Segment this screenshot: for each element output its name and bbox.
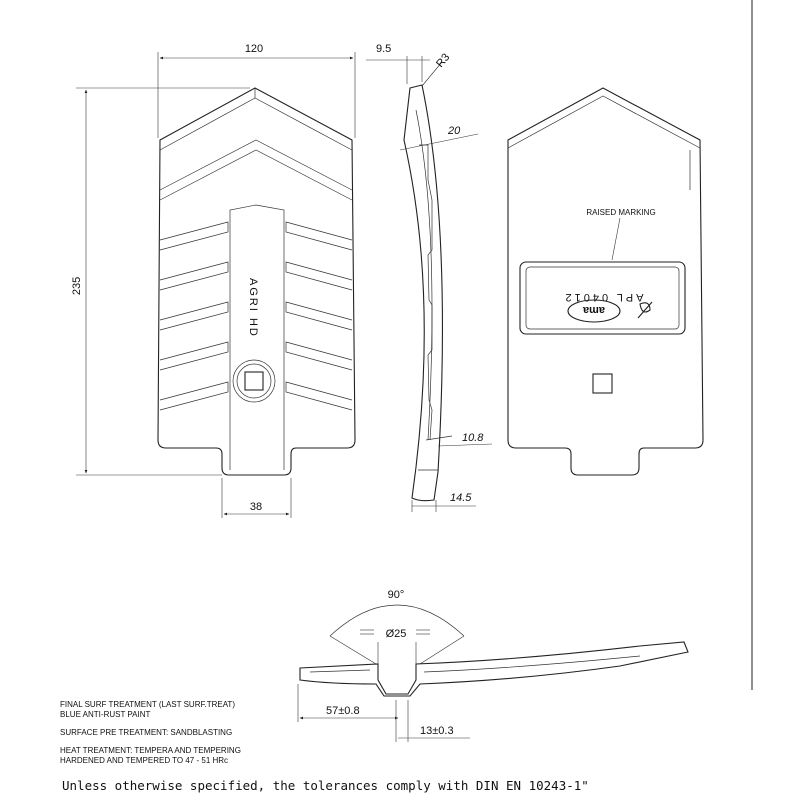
dim-stem-width: 38 <box>250 501 262 513</box>
dim-radius: R3 <box>434 51 452 69</box>
front-central-stem <box>229 204 285 470</box>
dim-diameter: Ø25 <box>386 628 407 640</box>
raised-marking-label: RAISED MARKING <box>586 208 655 217</box>
tolerance-footer: Unless otherwise specified, the toleranc… <box>62 778 589 793</box>
notes-block: FINAL SURF TREATMENT (LAST SURF.TREAT) B… <box>60 700 480 766</box>
back-outline <box>507 87 704 476</box>
recycle-symbol <box>637 301 653 319</box>
note-hardness: HARDENED AND TEMPERED TO 47 - 51 HRc <box>60 756 229 765</box>
bolt-boss <box>232 359 276 403</box>
note-pre-treatment: SURFACE PRE TREATMENT: SANDBLASTING <box>60 728 233 737</box>
dim-base: 14.5 <box>450 492 472 504</box>
square-bolt-hole <box>244 371 264 391</box>
brand-logo <box>567 299 621 323</box>
section-plate-profile <box>299 641 689 697</box>
dim-offset: 57±0.8 <box>326 705 360 717</box>
marking-plate <box>519 261 686 335</box>
dim-thickness: 9.5 <box>376 43 391 55</box>
front-chevron-band <box>159 139 353 191</box>
back-square-hole <box>592 373 613 394</box>
back-view: RAISED MARKING APL 04012 ama <box>507 87 704 476</box>
engraving-text: AGRI HD <box>247 278 259 338</box>
dim-tip: 10.8 <box>462 432 484 444</box>
front-left-ribs <box>159 221 229 411</box>
dim-height: 235 <box>71 277 83 295</box>
front-right-ribs <box>285 221 353 411</box>
section-arc <box>329 604 465 637</box>
note-heat-treatment: HEAT TREATMENT: TEMPERA AND TEMPERING <box>60 746 241 755</box>
section-view: 90° Ø25 57±0.8 13±0.3 <box>297 589 689 742</box>
side-view: 9.5 R3 20 10.8 14.5 <box>366 43 493 512</box>
brand-text: ama <box>582 304 605 316</box>
side-inner-profile <box>415 109 433 441</box>
note-final-paint: BLUE ANTI-RUST PAINT <box>60 710 151 719</box>
note-final-treatment: FINAL SURF TREATMENT (LAST SURF.TREAT) <box>60 700 235 709</box>
plate-code: APL 04012 <box>562 291 643 303</box>
dim-depth: 13±0.3 <box>420 725 454 737</box>
side-outline <box>403 84 443 502</box>
front-outline <box>157 87 356 476</box>
dim-angle: 90° <box>388 589 405 601</box>
front-view: AGRI HD 120 235 38 <box>71 43 356 518</box>
dim-curve: 20 <box>447 125 461 137</box>
dim-width: 120 <box>245 43 263 55</box>
